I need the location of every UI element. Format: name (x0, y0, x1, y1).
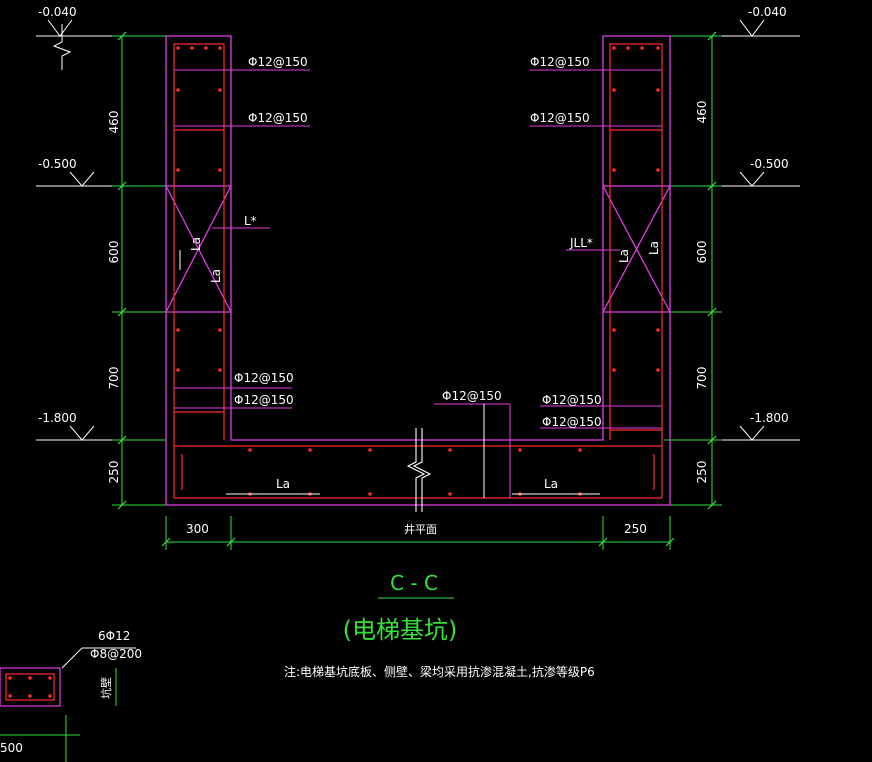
dim-460-left: 460 (107, 111, 121, 134)
rebar-dots (176, 46, 660, 496)
elevation-mid-left: -0.500 (38, 157, 77, 171)
la-label-slab-right: La (544, 477, 558, 491)
rebar-label-bottom-slab-top: Φ12@150 (442, 389, 502, 403)
leader-lines (174, 69, 662, 498)
rebar-label-left-wall-top: Φ12@150 (248, 55, 308, 69)
dim-250-right: 250 (695, 461, 709, 484)
dim-700-right: 700 (695, 367, 709, 390)
la-label-slab-left: La (276, 477, 290, 491)
detail-main-bars: 6Φ12 (98, 629, 130, 643)
beam-tag-right: JLL* (569, 236, 593, 250)
pit-line-label: 井平面 (404, 522, 437, 536)
dim-700-left: 700 (107, 367, 121, 390)
rebar-label-left-wall-lower-1: Φ12@150 (234, 371, 294, 385)
section-note: 注:电梯基坑底板、侧壁、梁均采用抗渗混凝土,抗渗等级P6 (284, 664, 595, 679)
elevation-bottom-right: -1.800 (750, 411, 789, 425)
concrete-outline (165, 35, 671, 506)
dim-250-left: 250 (107, 461, 121, 484)
dim-250-bottom: 250 (624, 522, 647, 536)
anchorage-lines (179, 250, 600, 498)
detail-box-dots (8, 676, 52, 698)
detail-stirrups: Φ8@200 (90, 647, 142, 661)
rebar-label-right-wall-lower-1: Φ12@150 (542, 393, 602, 407)
rebar-label-right-wall-upper: Φ12@150 (530, 111, 590, 125)
rebar-label-right-wall-top: Φ12@150 (530, 55, 590, 69)
detail-dimension: 500 (0, 741, 23, 755)
la-label-right-wall-1: La (617, 249, 631, 263)
section-title: C - C (390, 571, 438, 595)
rebar (173, 43, 663, 499)
la-label-left-wall-2: La (209, 269, 223, 283)
elevation-top-right: -0.040 (748, 5, 787, 19)
la-label-left-wall-1: La (189, 237, 203, 251)
dim-460-right: 460 (695, 101, 709, 124)
rebar-label-left-wall-lower-2: Φ12@150 (234, 393, 294, 407)
rebar-label-right-wall-lower-2: Φ12@150 (542, 415, 602, 429)
elevation-top-left: -0.040 (38, 5, 77, 19)
detail-box (0, 647, 136, 707)
elevation-markers (36, 19, 800, 441)
beam-tag-left: L* (244, 214, 257, 228)
rebar-label-left-wall-upper: Φ12@150 (248, 111, 308, 125)
dim-600-right: 600 (695, 241, 709, 264)
dim-600-left: 600 (107, 241, 121, 264)
elevation-bottom-left: -1.800 (38, 411, 77, 425)
break-symbol (406, 428, 432, 512)
la-label-right-wall-2: La (647, 241, 661, 255)
elevation-mid-right: -0.500 (750, 157, 789, 171)
section-name: (电梯基坑) (343, 616, 458, 644)
dim-300-bottom: 300 (186, 522, 209, 536)
detail-side-label: 坑壁 (99, 677, 113, 699)
dimension-ticks (117, 31, 717, 547)
